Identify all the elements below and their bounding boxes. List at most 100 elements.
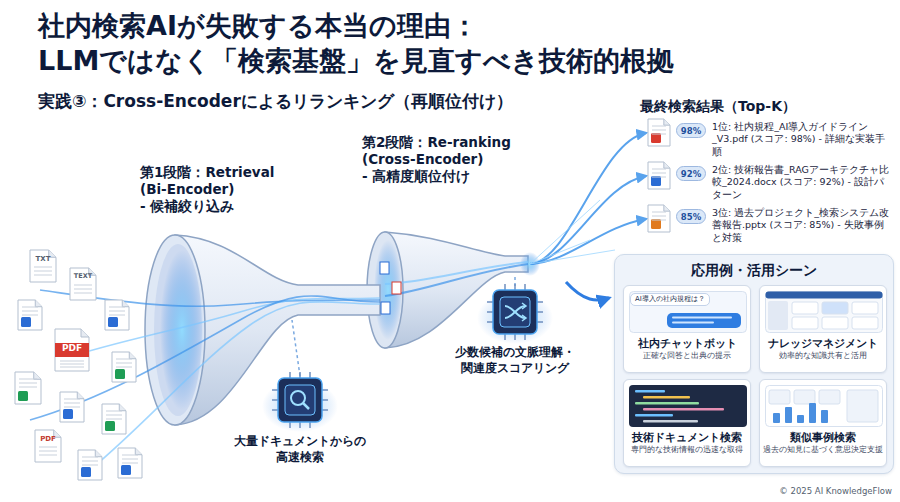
document-line bbox=[109, 307, 125, 308]
mockup-shape bbox=[822, 317, 848, 329]
result-ray bbox=[530, 133, 646, 264]
score-badge: 85% bbox=[676, 209, 706, 224]
shuffle-symbol bbox=[505, 306, 525, 318]
mockup-shape bbox=[792, 302, 818, 314]
data-stream bbox=[60, 298, 380, 360]
document-line bbox=[19, 379, 37, 380]
document-icon bbox=[18, 300, 42, 330]
score: 85% bbox=[681, 212, 701, 222]
leader-line bbox=[292, 320, 300, 376]
card-description: 効率的な知識共有と活用 bbox=[763, 351, 883, 361]
document-line bbox=[22, 307, 38, 308]
mockup-shape bbox=[635, 390, 665, 393]
text-line: 少数候補の文脈理解・ bbox=[440, 345, 590, 361]
light-streak bbox=[530, 240, 590, 264]
result-ray bbox=[530, 176, 646, 264]
app-mark bbox=[105, 421, 115, 431]
text-line: - 候補絞り込み bbox=[140, 198, 290, 215]
title: 社内検索AIが失敗する本当の理由： LLMではなく「検索基盤」を見直すべき技術的… bbox=[38, 8, 674, 78]
document-fold bbox=[664, 205, 670, 211]
card-description: 過去の知見に基づく意思決定支援 bbox=[763, 445, 883, 455]
document-line bbox=[106, 415, 122, 416]
file-type: PDF bbox=[35, 435, 61, 443]
document-line bbox=[116, 367, 132, 368]
document-line bbox=[34, 275, 52, 276]
mockup-shape bbox=[766, 292, 883, 299]
use-case-card: 社内チャットボット正確な回答と出典の提示AI導入の社内規程は？ bbox=[623, 285, 751, 373]
document-line bbox=[39, 455, 57, 456]
score-badge: 92% bbox=[676, 166, 706, 181]
use-case-panel: 応用例・活用シーン社内チャットボット正確な回答と出典の提示AI導入の社内規程は？… bbox=[614, 254, 894, 474]
panel-heading: 応用例・活用シーン bbox=[615, 262, 893, 280]
flow-arrow bbox=[566, 282, 609, 300]
document-line bbox=[82, 457, 98, 458]
card-title: 類似事例検索 bbox=[763, 431, 883, 445]
mockup-shape bbox=[785, 407, 792, 423]
text-line: 大量ドキュメントからの bbox=[220, 434, 380, 450]
document-line bbox=[652, 212, 666, 213]
document-line bbox=[34, 271, 52, 272]
document-icon bbox=[70, 268, 96, 300]
document-icon bbox=[55, 329, 89, 371]
document-line bbox=[116, 363, 132, 364]
file-type: TEXT bbox=[70, 273, 96, 281]
chip-caption: 少数候補の文脈理解・ 関連度スコアリング bbox=[440, 345, 590, 376]
document-line bbox=[34, 267, 52, 268]
document-fold bbox=[95, 450, 102, 457]
card-title: ナレッジマネジメント bbox=[763, 337, 883, 351]
mini-document bbox=[380, 262, 389, 274]
mockup-shape bbox=[809, 403, 816, 423]
data-stream bbox=[385, 262, 528, 284]
document-line bbox=[652, 169, 666, 170]
document-line bbox=[116, 359, 132, 360]
document-icon bbox=[15, 372, 41, 404]
mockup-shape bbox=[635, 414, 673, 417]
card-description: 専門的な技術情報の迅速な取得 bbox=[627, 445, 747, 455]
shuffle-head bbox=[522, 303, 526, 309]
document-line bbox=[64, 403, 80, 404]
mockup-shape bbox=[766, 386, 883, 427]
document-line bbox=[74, 289, 92, 290]
document-fold bbox=[34, 372, 41, 379]
document-fold bbox=[135, 448, 142, 455]
app-mark bbox=[108, 317, 118, 327]
document-icon bbox=[648, 119, 670, 146]
document-icon bbox=[60, 392, 84, 422]
document-line bbox=[122, 463, 138, 464]
document-line bbox=[652, 216, 666, 217]
document-icon bbox=[102, 404, 126, 434]
mockup-shape bbox=[672, 317, 732, 319]
document-line bbox=[106, 411, 122, 412]
document-icon bbox=[105, 300, 129, 330]
app-mark bbox=[81, 467, 91, 477]
screen-mockup bbox=[629, 385, 747, 427]
text-line: 第2段階：Re-ranking bbox=[362, 134, 542, 151]
document-line bbox=[109, 315, 125, 316]
copyright: © 2025 AI KnowledgeFlow bbox=[740, 486, 892, 496]
use-case-card: ナレッジマネジメント効率的な知識共有と活用 bbox=[759, 285, 887, 373]
document-line bbox=[22, 315, 38, 316]
document-line bbox=[60, 364, 84, 365]
chip-body bbox=[278, 378, 322, 422]
result-entry: 2位: 技術報告書_RAGアーキテクチャ比較_2024.docx (スコア: 9… bbox=[712, 164, 892, 201]
score-badge: 98% bbox=[676, 123, 706, 138]
mockup-shape bbox=[852, 302, 878, 314]
mockup-shape bbox=[822, 302, 848, 314]
document-fold bbox=[664, 119, 670, 125]
mockup-shape bbox=[794, 390, 815, 404]
subtitle: 実践③：Cross-Encoderによるリランキング（再順位付け） bbox=[38, 91, 513, 111]
document-fold bbox=[664, 162, 670, 168]
mockup-shape bbox=[769, 390, 790, 404]
magnifier-handle bbox=[303, 403, 309, 409]
mockup-shape bbox=[852, 317, 878, 329]
document-line bbox=[82, 461, 98, 462]
file-type: TXT bbox=[30, 255, 56, 263]
document-fold bbox=[81, 329, 89, 337]
document-fold bbox=[119, 404, 126, 411]
document-line bbox=[652, 126, 666, 127]
mockup-shape bbox=[635, 402, 699, 405]
score: 98% bbox=[681, 126, 701, 136]
document-line bbox=[74, 293, 92, 294]
data-stream bbox=[90, 302, 380, 470]
document-line bbox=[74, 285, 92, 286]
